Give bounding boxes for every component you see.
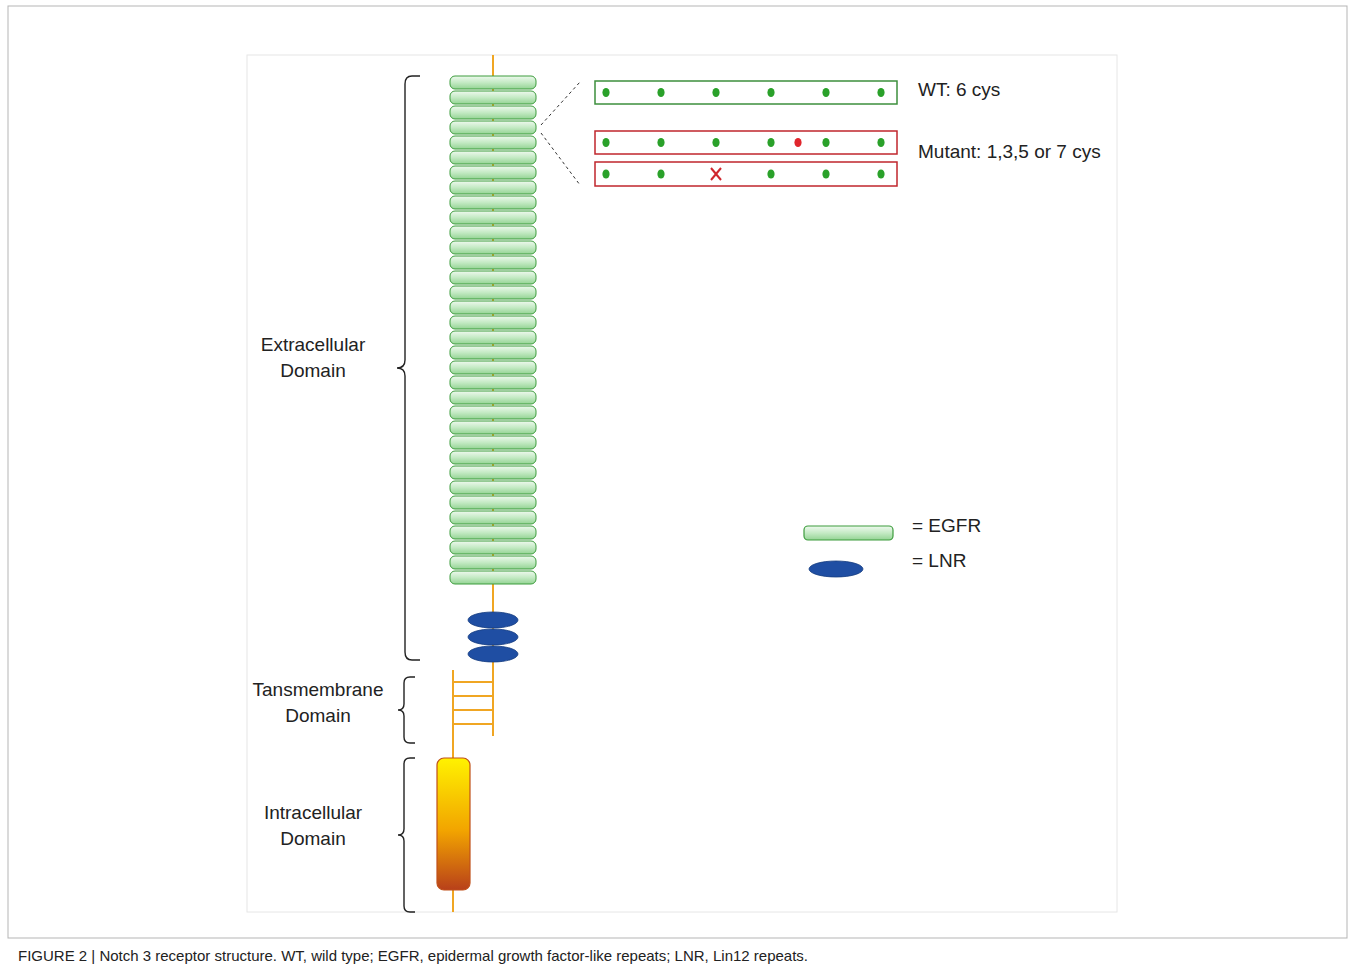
mutant-repeat-row — [595, 162, 897, 186]
egf-repeat — [450, 121, 536, 134]
cysteine-dot — [712, 88, 719, 97]
egf-repeat — [450, 481, 536, 494]
egf-repeat — [450, 196, 536, 209]
mutant-repeat-row — [595, 131, 897, 154]
cysteine-dot — [822, 88, 829, 97]
legend-text: = LNR — [912, 548, 966, 574]
cysteine-dot — [712, 138, 719, 147]
domain-label: Tansmembrane Domain — [238, 677, 398, 729]
egf-repeat — [450, 226, 536, 239]
egf-repeat — [450, 436, 536, 449]
intracellular-block — [437, 758, 470, 890]
transmembrane-ladder — [453, 682, 493, 724]
egf-repeat — [450, 376, 536, 389]
egf-repeat — [450, 466, 536, 479]
zoom-line — [541, 82, 580, 185]
cysteine-dot — [822, 169, 829, 178]
egf-repeat — [450, 361, 536, 374]
egf-repeat — [450, 301, 536, 314]
cysteine-dot — [767, 169, 774, 178]
egf-repeat — [450, 406, 536, 419]
egf-repeat — [450, 76, 536, 89]
domain-brace — [397, 76, 420, 912]
egf-repeat — [450, 211, 536, 224]
cysteine-dot — [877, 169, 884, 178]
egf-repeat — [450, 151, 536, 164]
egf-repeat — [450, 241, 536, 254]
egf-repeat — [450, 166, 536, 179]
panel-frame — [247, 55, 1117, 912]
lnr-repeats — [468, 612, 518, 662]
cysteine-dot — [877, 138, 884, 147]
cysteine-dot — [657, 169, 664, 178]
egf-repeat — [450, 451, 536, 464]
legend-swatch — [809, 561, 863, 577]
egf-repeat — [450, 106, 536, 119]
figure-frame — [8, 6, 1347, 938]
cysteine-dot — [767, 88, 774, 97]
egf-repeat — [450, 421, 536, 434]
egf-repeat — [450, 136, 536, 149]
cysteine-dot — [602, 169, 609, 178]
egf-repeat — [450, 331, 536, 344]
egf-repeat — [450, 571, 536, 584]
cysteine-dot — [657, 138, 664, 147]
egf-repeat — [450, 391, 536, 404]
row-label: WT: 6 cys — [918, 77, 1000, 103]
cysteine-dot — [877, 88, 884, 97]
domain-label: Intracellular Domain — [238, 800, 388, 852]
egf-repeat — [450, 271, 536, 284]
lost-cysteine-cross — [711, 168, 721, 180]
figure-caption: FIGURE 2 | Notch 3 receptor structure. W… — [18, 946, 808, 966]
egf-repeat — [450, 181, 536, 194]
cysteine-dot — [602, 88, 609, 97]
egf-repeat — [450, 511, 536, 524]
egf-repeat — [450, 346, 536, 359]
cysteine-dot — [602, 138, 609, 147]
egf-repeats — [450, 76, 536, 584]
legend-swatch — [804, 526, 893, 540]
cysteine-dot — [657, 88, 664, 97]
egf-repeat — [450, 256, 536, 269]
egf-repeat — [450, 556, 536, 569]
legend-text: = EGFR — [912, 513, 981, 539]
cysteine-dots — [602, 88, 884, 179]
egf-repeat — [450, 541, 536, 554]
cysteine-dot — [767, 138, 774, 147]
cysteine-dot — [822, 138, 829, 147]
egf-repeat — [450, 496, 536, 509]
domain-label: Extracellular Domain — [238, 332, 388, 384]
egf-repeat — [450, 526, 536, 539]
egf-repeat — [450, 286, 536, 299]
cysteine-dot — [794, 138, 801, 147]
wt-repeat-row — [595, 81, 897, 104]
egf-repeat — [450, 316, 536, 329]
egf-repeat — [450, 91, 536, 104]
row-label: Mutant: 1,3,5 or 7 cys — [918, 139, 1101, 165]
